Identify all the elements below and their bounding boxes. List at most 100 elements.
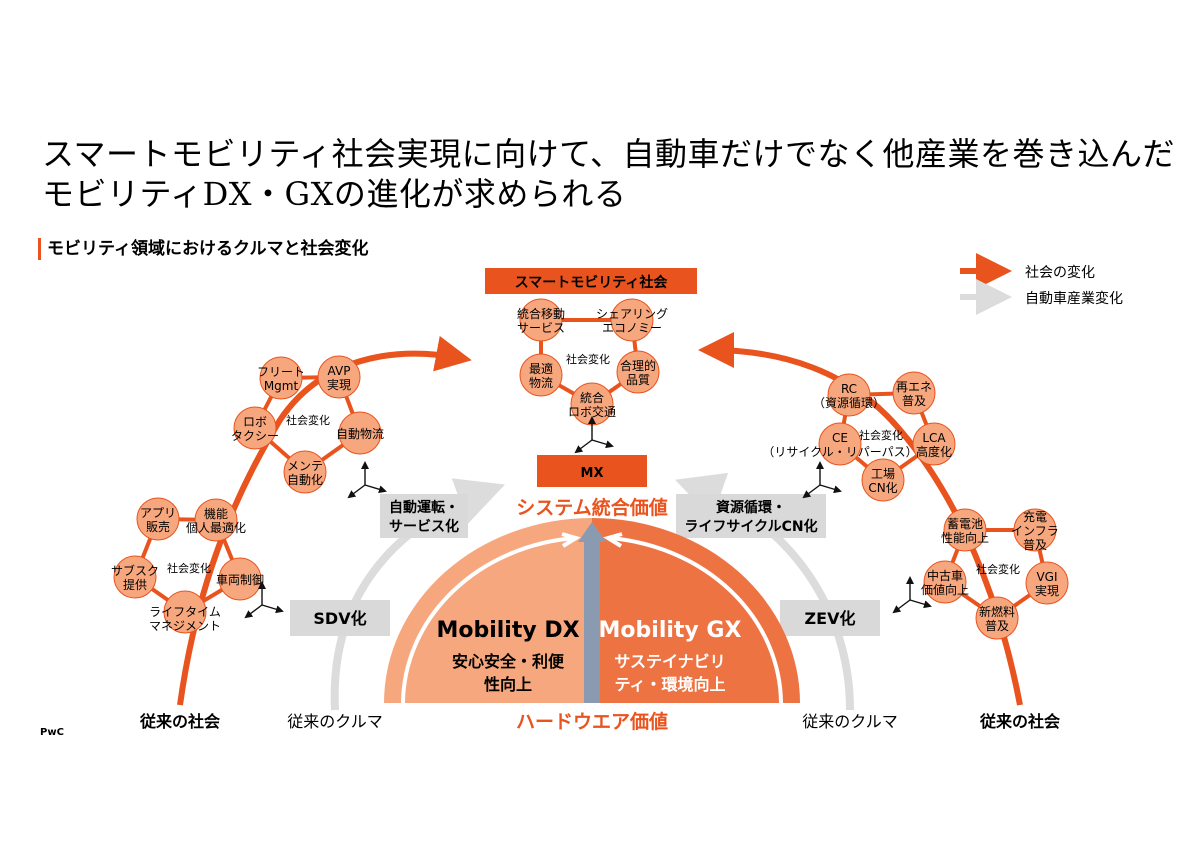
- dx-line2: 性向上: [484, 675, 532, 694]
- left-upper-center-label: 社会変化: [286, 413, 330, 427]
- top-node-label: 合理的: [620, 358, 656, 373]
- title-line-1: スマートモビリティ社会実現に向けて、自動車だけでなく他産業を巻き込んだ: [42, 135, 1176, 173]
- right-upper-node: [818, 422, 862, 466]
- top-node-label: 統合移動: [517, 306, 565, 321]
- left-service-line2: サービス化: [389, 518, 459, 535]
- legend: 社会の変化 自動車産業変化: [960, 253, 1123, 315]
- axis-gizmo: [347, 461, 387, 499]
- left-upper-node: [233, 406, 277, 450]
- right-lower-node-label: 蓄電池: [947, 517, 983, 531]
- left-upper-node-label: 自動物流: [336, 427, 384, 441]
- page-title: スマートモビリティ社会実現に向けて、自動車だけでなく他産業を巻き込んだ モビリテ…: [42, 134, 1182, 214]
- left-lower-node-label: アプリ: [140, 506, 176, 520]
- left-lower-node: [194, 498, 238, 542]
- right-upper-node: [861, 458, 905, 502]
- axis-gizmo: [892, 576, 932, 614]
- right-lower-node-label: インフラ: [1011, 524, 1059, 538]
- left-upper-node-label: ロボ: [243, 415, 267, 429]
- legend-society-label: 社会の変化: [1025, 264, 1095, 281]
- right-lower-node-label: 価値向上: [921, 582, 969, 597]
- left-upper-node-label: フリート: [257, 365, 305, 379]
- right-lower-node-label: VGI: [1036, 570, 1057, 584]
- right-upper-node-label: 再エネ: [896, 380, 932, 394]
- right-lower-node-label: 普及: [985, 619, 1009, 633]
- cluster-right-upper: RC（資源循環）再エネ普及CE（リサイクル・リパーパス）LCA高度化工場CN化社…: [762, 371, 956, 502]
- gx-inner-arc: [608, 536, 783, 704]
- axis-gizmo: [244, 581, 284, 619]
- zev-box: [780, 600, 880, 636]
- left-upper-node-label: Mgmt: [264, 379, 299, 393]
- right-upper-node-label: LCA: [922, 431, 946, 445]
- left-upper-node: [338, 411, 382, 455]
- left-society-bottom-label: 従来の社会: [139, 712, 220, 731]
- left-lower-node-label: 車両制御: [216, 572, 264, 587]
- left-upper-node: [283, 450, 327, 494]
- right-lower-node: [1013, 508, 1057, 552]
- left-lower-node: [136, 497, 180, 541]
- dx-half: [384, 518, 592, 703]
- axis-gizmo: [574, 416, 614, 454]
- left-service-line1: 自動運転・: [389, 499, 459, 516]
- smart-mobility-banner: [485, 268, 697, 294]
- sdv-label: SDV化: [313, 609, 366, 628]
- left-lower-node-label: 販売: [146, 519, 170, 534]
- top-node-label: 物流: [529, 376, 553, 390]
- right-car-bottom-label: 従来のクルマ: [802, 712, 898, 731]
- top-node-label: シェアリング: [596, 307, 668, 321]
- top-node: [610, 298, 654, 342]
- footer-brand: PwC: [40, 727, 64, 738]
- right-upper-node-label: RC: [841, 382, 857, 396]
- top-node: [519, 298, 563, 342]
- left-lower-node-label: ライフタイム: [149, 605, 221, 619]
- left-service-box: [380, 494, 468, 538]
- right-service-line1: 資源循環・: [716, 499, 786, 516]
- left-society-arrow: [177, 335, 472, 706]
- left-upper-node: [259, 356, 303, 400]
- right-society-bottom-label: 従来の社会: [979, 712, 1060, 731]
- central-dome: Mobility DX 安心安全・利便 性向上 Mobility GX サステイ…: [384, 518, 800, 704]
- dx-inner-arc: [401, 536, 576, 704]
- top-node-label: 最適: [529, 361, 553, 376]
- left-upper-node: [317, 355, 361, 399]
- right-lower-node-label: 性能向上: [941, 530, 989, 545]
- right-lower-node: [975, 596, 1019, 640]
- cluster-left-lower: アプリ販売機能個人最適化サブスク提供車両制御ライフタイムマネジメント社会変化: [111, 497, 264, 634]
- top-node-label: エコノミー: [602, 321, 662, 335]
- title-line-2: モビリティDX・GXの進化が求められる: [42, 175, 627, 213]
- right-upper-node-label: CN化: [868, 481, 897, 495]
- central-pillar: [584, 540, 600, 703]
- dx-line1: 安心安全・利便: [452, 652, 565, 671]
- gx-line2: ティ・環境向上: [614, 675, 725, 694]
- gx-half: [592, 518, 800, 703]
- cluster-left-upper: フリートMgmtAVP実現ロボタクシー自動物流メンテ自動化社会変化: [231, 355, 384, 494]
- top-center-label: 社会変化: [566, 352, 610, 366]
- smart-mobility-label: スマートモビリティ社会: [515, 274, 669, 291]
- left-lower-center-label: 社会変化: [167, 561, 211, 575]
- right-upper-center-label: 社会変化: [859, 428, 903, 442]
- central-pillar-head: [578, 522, 606, 542]
- left-lower-node: [113, 555, 157, 599]
- zev-label: ZEV化: [805, 609, 856, 628]
- right-lower-node: [1025, 561, 1069, 605]
- right-upper-node: [827, 373, 871, 417]
- gx-arc-head: [603, 532, 623, 548]
- left-lower-node-label: 機能: [204, 506, 228, 521]
- right-service-box: [676, 494, 826, 538]
- right-lower-node-label: 新燃料: [979, 604, 1015, 619]
- hardware-value-label: ハードウエア価値: [516, 711, 668, 733]
- left-lower-node: [218, 557, 262, 601]
- left-upper-node-label: タクシー: [231, 429, 279, 443]
- left-lower-node: [163, 590, 207, 634]
- right-upper-node-label: （資源循環）: [813, 396, 885, 410]
- left-upper-node-label: 実現: [327, 377, 351, 392]
- left-car-bottom-label: 従来のクルマ: [287, 712, 383, 731]
- top-node: [616, 350, 660, 394]
- left-lower-node-label: 提供: [123, 577, 147, 592]
- top-node-label: 統合: [580, 390, 604, 405]
- top-node: [519, 353, 563, 397]
- right-lower-node: [923, 560, 967, 604]
- top-node-label: ロボ交通: [568, 404, 616, 419]
